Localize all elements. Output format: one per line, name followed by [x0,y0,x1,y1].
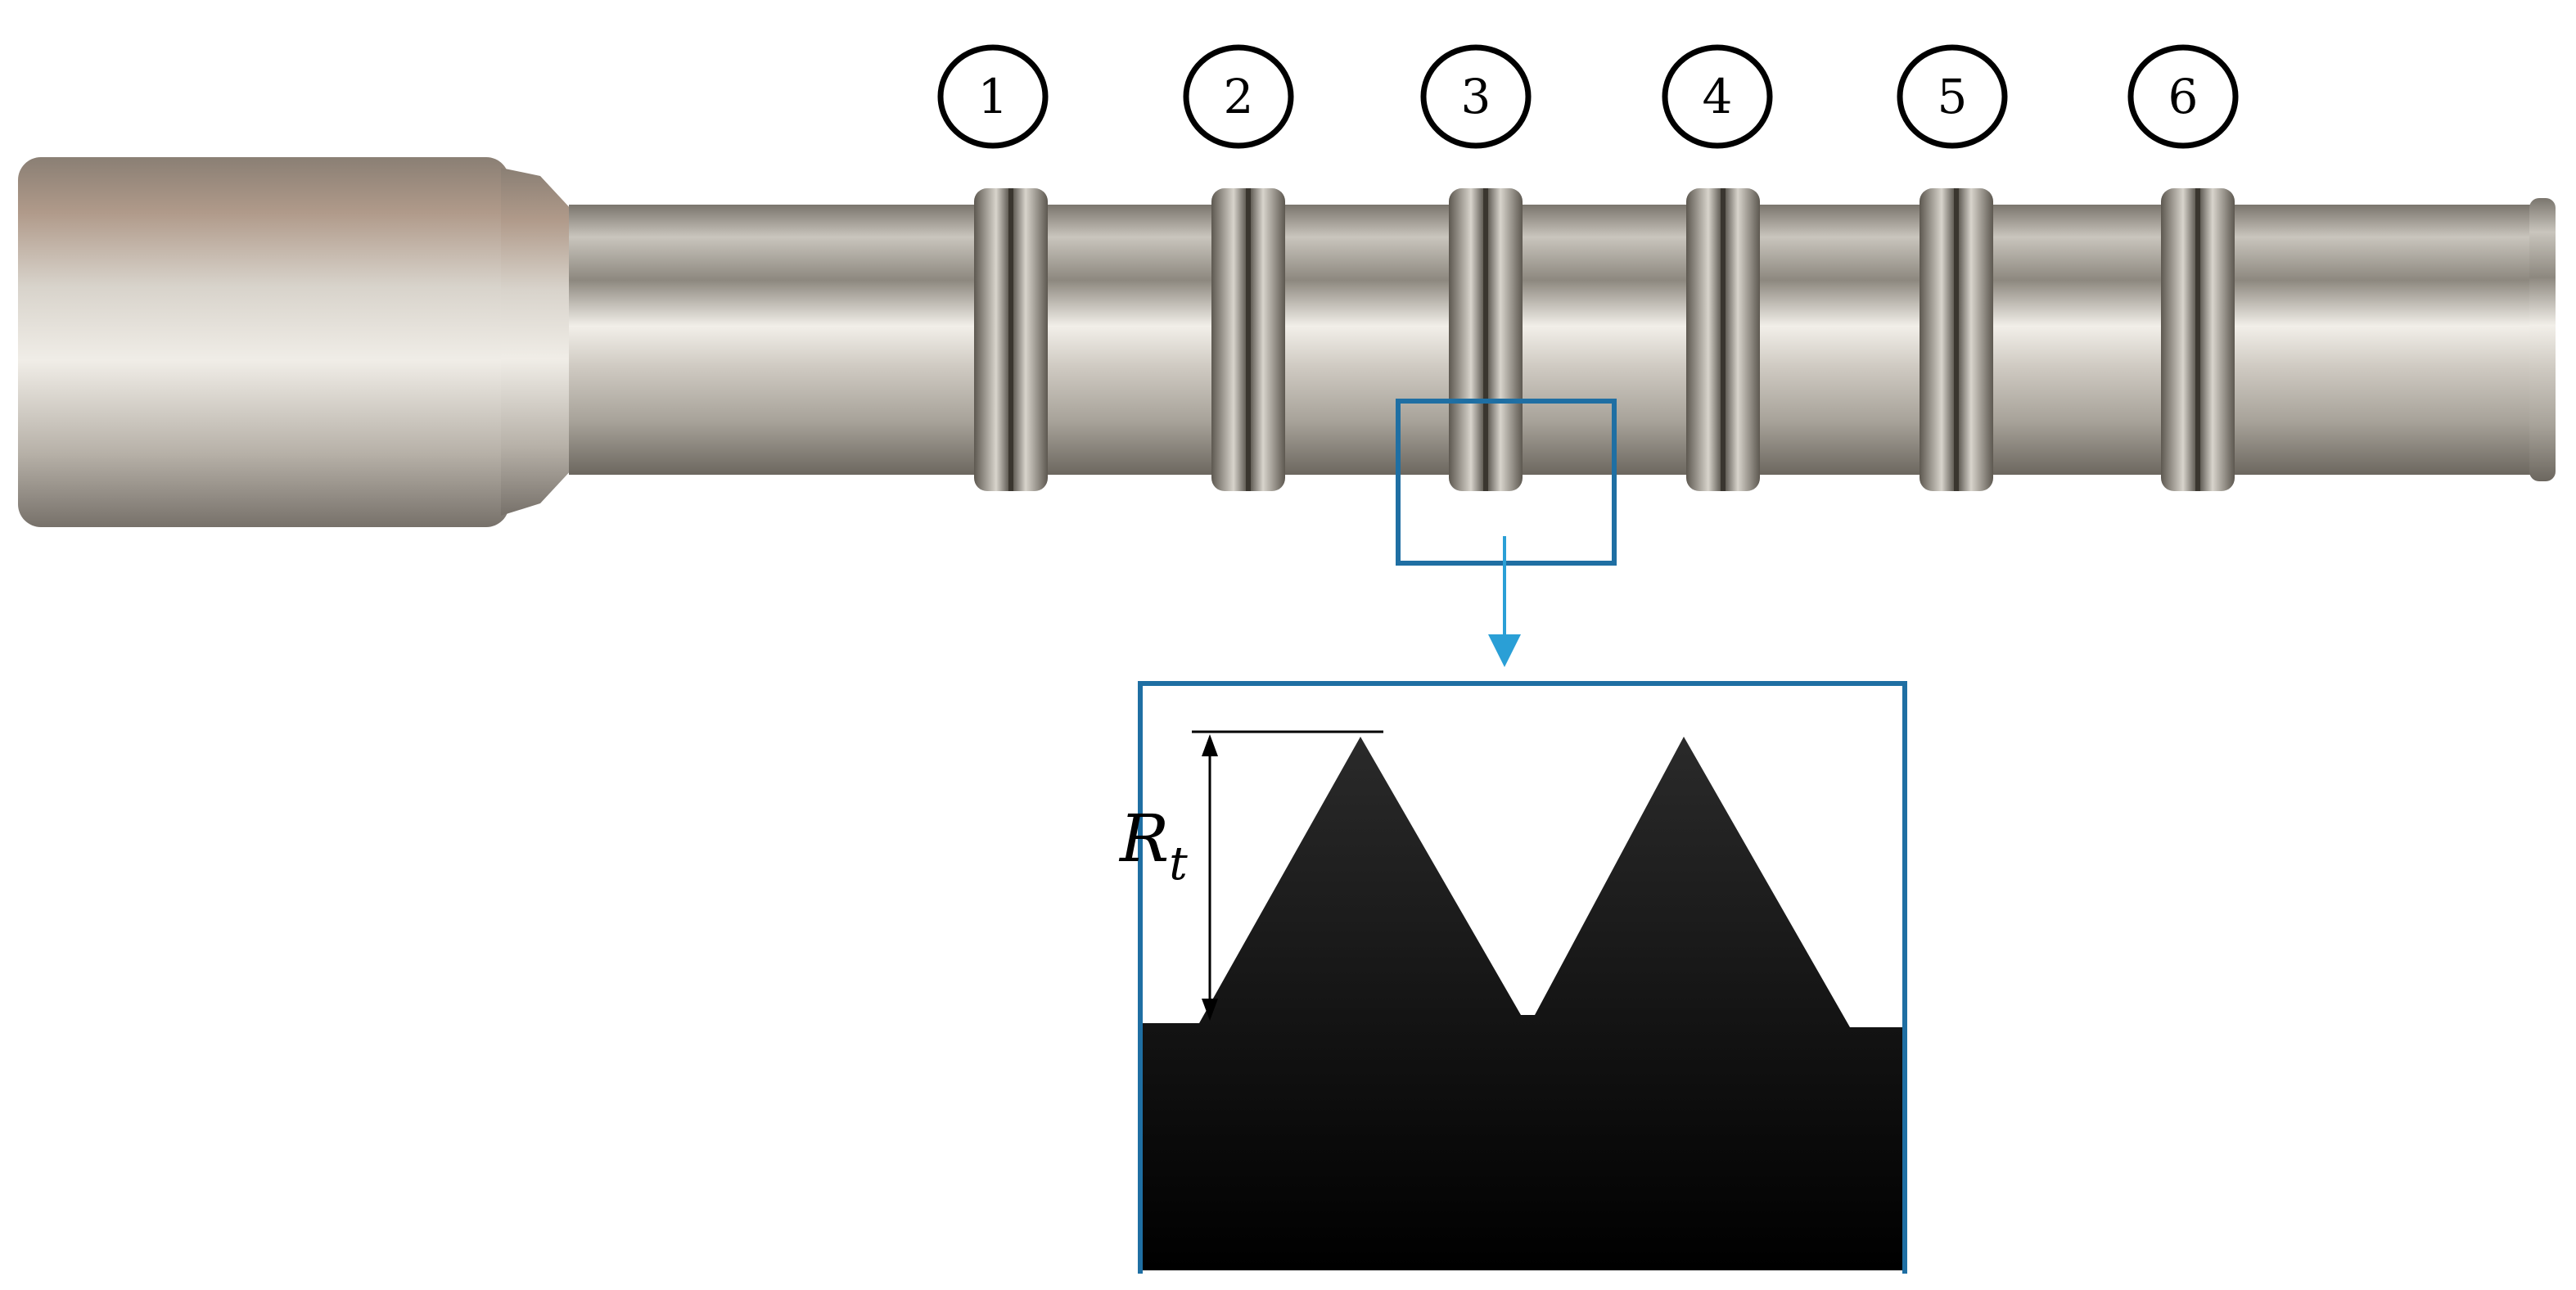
groove-label-group: 1 2 3 4 5 6 [937,44,2239,149]
shaft-shoulder [501,168,573,516]
rt-arrow-top-icon [1202,734,1218,756]
groove-number: 2 [1224,69,1254,124]
groove-label-6: 6 [2127,44,2239,149]
rt-arrow-bottom-icon [1202,999,1218,1021]
groove-label-3: 3 [1420,44,1532,149]
rt-label: Rt [1118,801,1188,891]
rt-label-sub: t [1169,837,1188,891]
groove-ring-6 [2161,188,2235,491]
rt-dimension: Rt [1118,730,1383,1021]
groove-number: 4 [1703,69,1733,124]
groove-number: 5 [1938,69,1968,124]
groove-ring-1 [974,188,1048,491]
groove-number: 6 [2168,69,2199,124]
groove-rings [974,188,2235,491]
rt-label-main: R [1118,801,1169,877]
shaft-body [569,205,2554,475]
groove-label-1: 1 [937,44,1049,149]
shaft-head [18,157,509,527]
groove-ring-5 [1920,188,1993,491]
groove-ring-4 [1686,188,1760,491]
shaft-end [2529,198,2556,481]
groove-ring-2 [1211,188,1285,491]
groove-label-4: 4 [1662,44,1773,149]
groove-ring-3 [1449,188,1523,491]
groove-number: 3 [1461,69,1491,124]
groove-label-2: 2 [1183,44,1294,149]
zoom-arrow [1488,536,1521,667]
zoom-panel [1138,681,1907,1274]
groove-label-5: 5 [1897,44,2008,149]
thread-profile [1143,737,1902,1270]
arrow-head-icon [1488,634,1521,667]
zoom-panel-border [1138,681,1907,1274]
groove-number: 1 [978,69,1008,124]
